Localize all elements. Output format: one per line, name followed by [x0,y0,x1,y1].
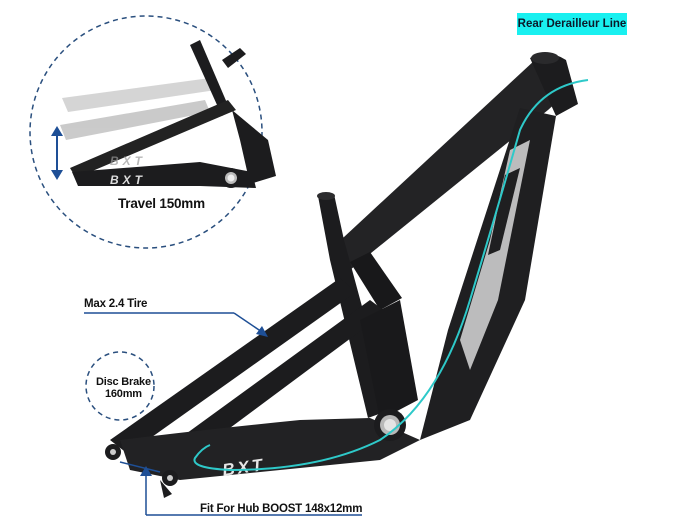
travel-label: Travel 150mm [118,196,205,211]
main-frame: BXT [105,52,578,498]
disc-brake-circle [85,351,155,421]
disc-brake-label-line2: 160mm [104,388,142,400]
max-tire-label: Max 2.4 Tire [84,298,148,310]
travel-ghost-frames [60,78,216,140]
hub-callout [119,461,362,516]
hub-label: Fit For Hub BOOST 148x12mm [200,503,363,515]
disc-brake-label-line1: Disc Brake [96,376,151,388]
rear-derailleur-line-badge: Rear Derailleur Line [517,13,627,35]
max-tire-callout [84,312,263,333]
svg-text:BXT: BXT [110,154,146,168]
travel-arrow-icon [51,126,63,180]
travel-detail-frame: BXT BXT [70,40,276,188]
hub-arrow-icon [140,466,152,476]
max-tire-arrow-icon [256,326,268,337]
rear-derailleur-cable-line [193,79,589,472]
detail-bxt-logo: BXT [110,173,146,187]
disc-brake-label: Disc Brake 160mm [96,376,151,400]
travel-detail-circle [29,15,263,249]
